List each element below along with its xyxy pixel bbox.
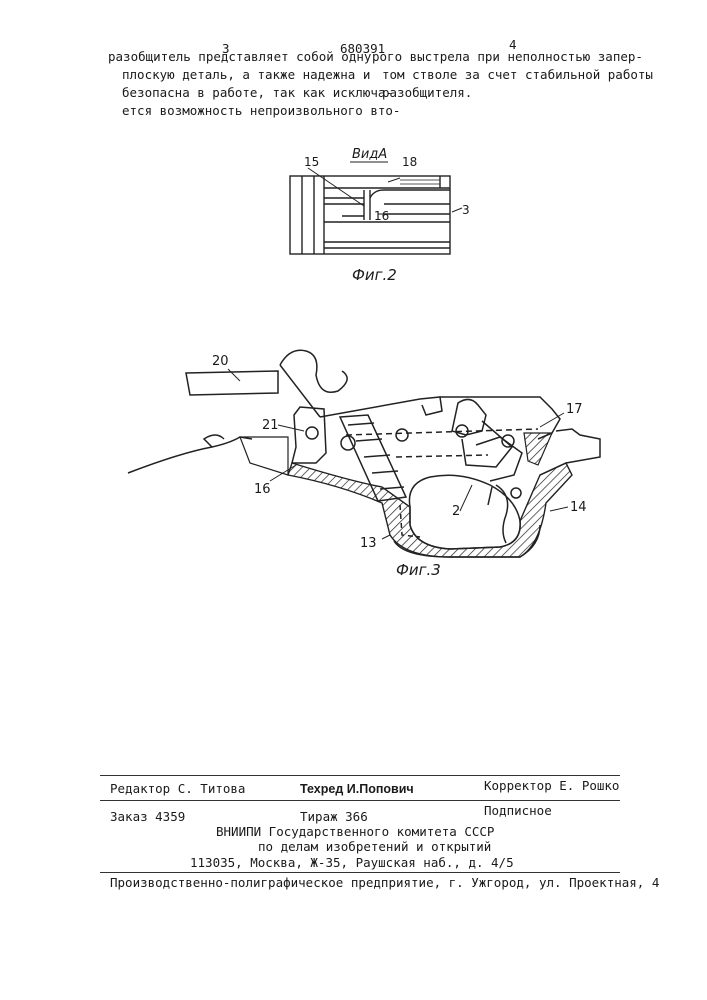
colophon-mid-rule (100, 800, 620, 801)
left-line-2: плоскую деталь, а также надежна и (108, 66, 358, 84)
subscription: Подписное (484, 802, 552, 820)
left-text-column: разобщитель представляет собой одну плос… (108, 48, 358, 120)
corrector-credit: Корректор Е. Рошко (484, 777, 619, 795)
fig2-label-15: 15 (304, 155, 319, 169)
fig2-label-18: 18 (402, 155, 417, 169)
left-line-4: ется возможность непроизвольного вто- (108, 102, 358, 120)
fig2-label-16: 16 (374, 209, 389, 223)
right-text-column: рого выстрела при неполностью запер- том… (372, 48, 662, 102)
fig3-label-20: 20 (212, 354, 229, 369)
fig3-label-14: 14 (570, 500, 587, 515)
fig2-label-3: 3 (462, 203, 470, 217)
fig3-label-21: 21 (262, 418, 279, 433)
fig3-label-17: 17 (566, 402, 583, 417)
figure-3-drawing: 20 21 16 17 2 14 13 Фиг.3 (120, 335, 610, 585)
fig3-caption: Фиг.3 (396, 561, 441, 579)
colophon-bottom-rule (100, 872, 620, 873)
printer-line: Производственно-полиграфическое предприя… (110, 874, 659, 892)
fig2-caption: Фиг.2 (352, 266, 397, 284)
left-line-1: разобщитель представляет собой одну (108, 48, 358, 66)
order-number: Заказ 4359 (110, 808, 185, 826)
fig3-label-16: 16 (254, 482, 271, 497)
fig2-view-label: ВидА (352, 147, 387, 162)
fig3-label-13: 13 (360, 536, 377, 551)
colophon-top-rule (100, 775, 620, 776)
right-line-3: разобщителя. (372, 84, 662, 102)
fig3-label-2: 2 (452, 504, 460, 519)
figure-2-drawing: ВидА 15 18 16 3 Фиг.2 (280, 140, 480, 300)
left-line-3: безопасна в работе, так как исключа- (108, 84, 358, 102)
right-line-2: том стволе за счет стабильной работы (372, 66, 662, 84)
techred-credit: Техред И.Попович (300, 780, 414, 798)
org-address: 113035, Москва, Ж-35, Раушская наб., д. … (190, 854, 514, 872)
editor-credit: Редактор С. Титова (110, 780, 245, 798)
right-line-1: рого выстрела при неполностью запер- (372, 48, 662, 66)
